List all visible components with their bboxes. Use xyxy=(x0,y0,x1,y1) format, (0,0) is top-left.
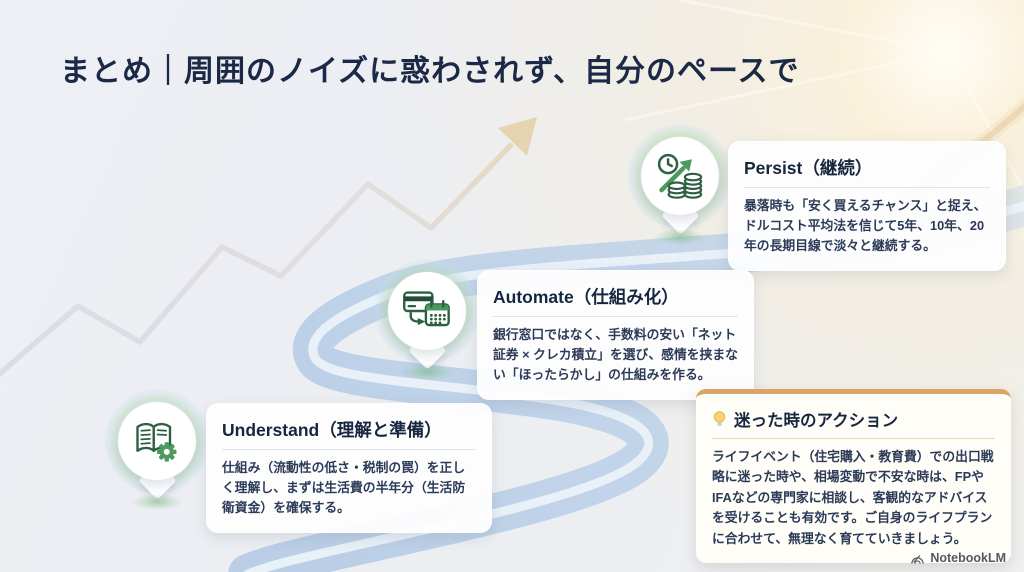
brand-footer: NotebookLM xyxy=(910,551,1006,565)
milestone-title: Persist（継続） xyxy=(744,158,873,178)
milestone-pin-understand xyxy=(97,381,217,541)
divider xyxy=(222,449,476,450)
divider xyxy=(493,316,738,317)
pin-circle xyxy=(388,272,466,350)
milestone-body: 暴落時も「安く買えるチャンス」と捉え、ドルコスト平均法を信じて5年、10年、20… xyxy=(744,198,987,254)
milestone-pin-automate xyxy=(367,251,487,411)
milestone-body: 仕組み（流動性の低さ・税制の罠）を正しく理解し、まずは生活費の半年分（生活防衛資… xyxy=(222,460,466,516)
milestone-card-persist: Persist（継続） 暴落時も「安く買えるチャンス」と捉え、ドルコスト平均法を… xyxy=(728,141,1006,271)
milestone-card-automate: Automate（仕組み化） 銀行窓口ではなく、手数料の安い「ネット証券 × ク… xyxy=(477,270,754,400)
pin-circle xyxy=(641,137,719,215)
notebooklm-logo-icon xyxy=(911,554,925,564)
book-gear-icon xyxy=(136,422,177,462)
pin-tip-glow xyxy=(130,494,184,510)
clock-coins-arrow-icon xyxy=(657,153,703,199)
divider xyxy=(744,187,990,188)
milestone-title: Automate（仕組み化） xyxy=(493,287,679,307)
action-note-card: 迷った時のアクション ライフイベント（住宅購入・教育費）での出口戦略に迷った時や… xyxy=(696,389,1011,564)
action-note-title: 迷った時のアクション xyxy=(734,412,899,430)
action-note-title-row: 迷った時のアクション xyxy=(712,407,995,431)
milestone-card-understand: Understand（理解と準備） 仕組み（流動性の低さ・税制の罠）を正しく理解… xyxy=(206,403,492,533)
milestone-body: 銀行窓口ではなく、手数料の安い「ネット証券 × クレカ積立」を選び、感情を挟まな… xyxy=(493,327,738,383)
lightbulb-icon xyxy=(713,410,726,426)
divider xyxy=(712,438,995,439)
pin-circle xyxy=(118,402,196,480)
milestone-title: Understand（理解と準備） xyxy=(222,420,442,440)
brand-name: NotebookLM xyxy=(930,551,1006,565)
pin-tip-glow xyxy=(653,229,707,245)
card-calendar-icon xyxy=(403,291,450,327)
action-note-body: ライフイベント（住宅購入・教育費）での出口戦略に迷った時や、相場変動で不安な時は… xyxy=(712,449,994,546)
pin-tip-glow xyxy=(400,364,454,380)
page-title: まとめ｜周囲のノイズに惑わされず、自分のペースで xyxy=(60,55,800,88)
milestone-pin-persist xyxy=(620,116,740,276)
